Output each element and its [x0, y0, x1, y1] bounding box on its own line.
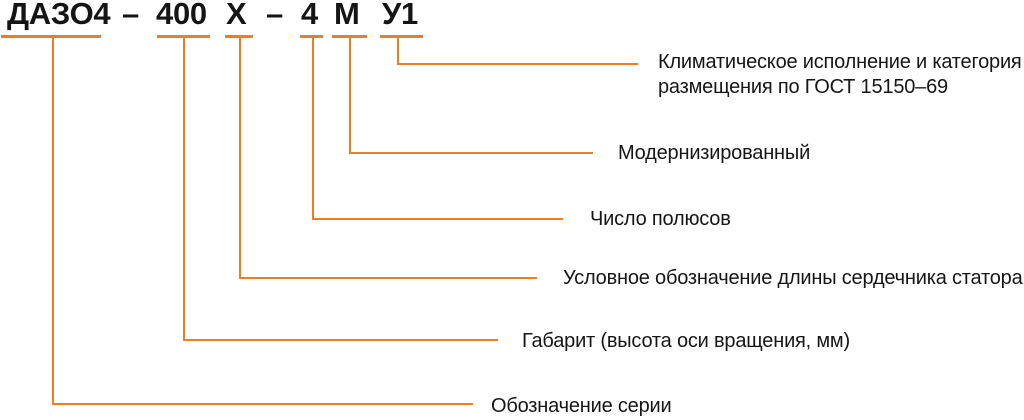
underline-core-length	[225, 35, 253, 38]
code-segment-dash-2: –	[266, 0, 283, 31]
code-segment-series: ДАЗО4	[7, 0, 111, 31]
underline-frame-size	[157, 35, 210, 38]
label-frame-size: Габарит (высота оси вращения, мм)	[522, 330, 850, 352]
connector-climate	[397, 38, 638, 65]
underline-series	[1, 35, 101, 38]
label-text-line: размещения по ГОСТ 15150–69	[658, 76, 948, 98]
underline-poles	[300, 35, 323, 38]
code-segment-core-length: Х	[226, 0, 247, 31]
underline-modernized	[332, 35, 367, 38]
connector-poles	[312, 38, 563, 220]
label-stator-core-length: Условное обозначение длины сердечника ст…	[563, 267, 1023, 289]
label-series: Обозначение серии	[491, 395, 672, 417]
code-segment-poles: 4	[301, 0, 318, 31]
code-segment-climate: У1	[382, 0, 418, 31]
label-modernized: Модернизированный	[618, 142, 811, 164]
underline-climate	[380, 35, 423, 38]
code-segment-dash-1: –	[122, 0, 139, 31]
connector-series	[52, 38, 473, 405]
label-pole-count: Число полюсов	[590, 208, 731, 230]
connector-modernized	[349, 38, 593, 154]
connector-core-length	[239, 38, 537, 279]
code-segment-frame-size: 400	[156, 0, 207, 31]
label-climate-category: Климатическое исполнение и категория раз…	[658, 50, 1022, 100]
connector-frame-size	[183, 38, 498, 341]
code-segment-modernized: М	[334, 0, 360, 31]
label-text-line: Климатическое исполнение и категория	[658, 51, 1022, 73]
